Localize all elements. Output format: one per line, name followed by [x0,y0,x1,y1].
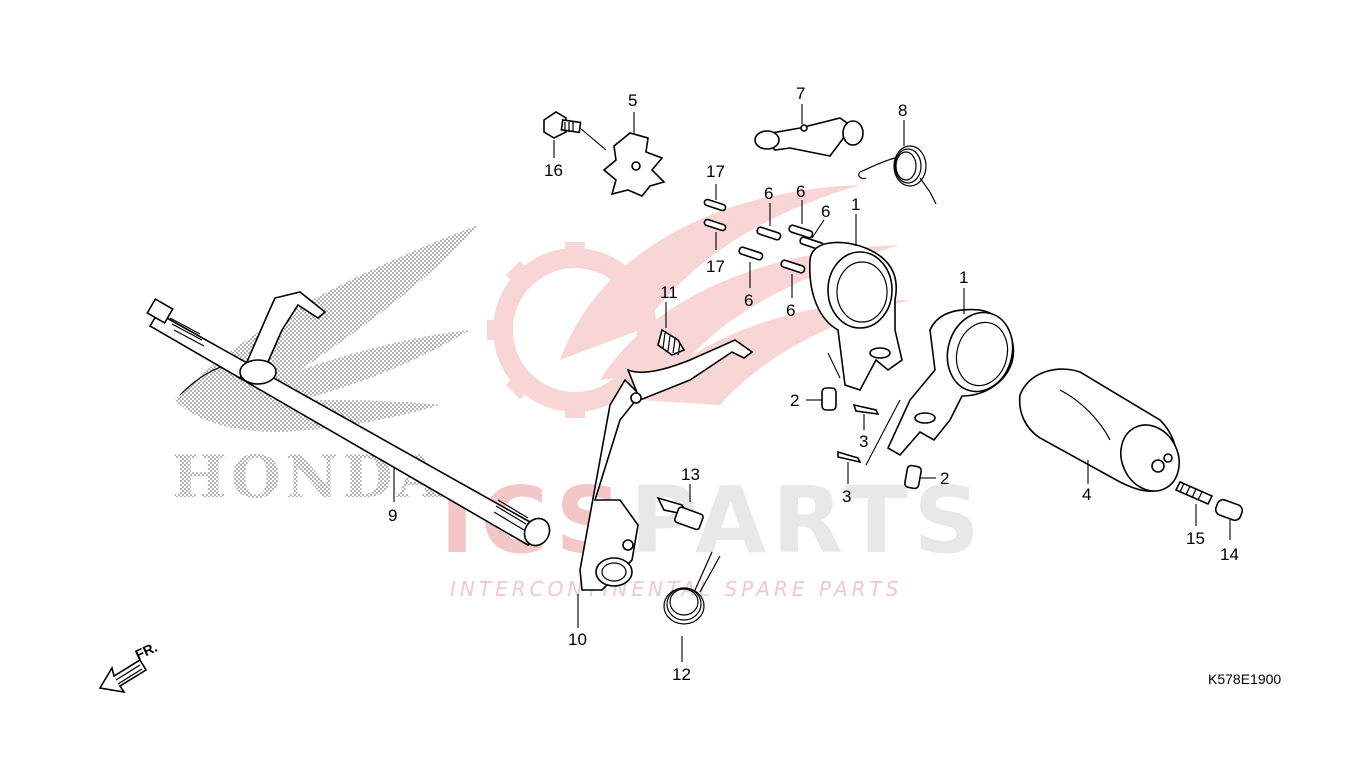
callout-3-upper: 3 [859,432,868,451]
part-7-stopper-arm [754,117,864,157]
watermark-tagline: INTERCONTINENTAL SPARE PARTS [450,577,902,601]
part-9-shift-spindle [146,291,551,547]
callout-12: 12 [672,665,691,684]
part-10-gearshift-arm [579,339,754,591]
callout-2-lower: 2 [940,469,949,488]
callouts: 5 16 7 8 17 17 6 6 6 6 6 1 1 11 2 2 3 3 … [388,84,1239,684]
part-2-guide-pins [821,387,922,490]
callout-6-d: 6 [744,291,753,310]
callout-5: 5 [628,91,637,110]
callout-6-b: 6 [796,182,805,201]
callout-9: 9 [388,506,397,525]
callout-16: 16 [544,161,563,180]
callout-6-a: 6 [764,184,773,203]
part-4-shift-drum [1018,368,1180,492]
callout-17-top: 17 [706,162,725,181]
callout-7: 7 [796,84,805,103]
callout-14: 14 [1220,545,1239,564]
callout-11: 11 [660,283,678,302]
part-5-star-plate [602,132,666,197]
part-15-spring [1174,480,1214,506]
part-6-pins [738,224,825,274]
callout-17-bottom: 17 [706,257,725,276]
callout-2-upper: 2 [790,391,799,410]
callout-10: 10 [568,630,587,649]
part-11-spring [657,328,686,356]
part-8-spring [858,145,937,205]
callout-15: 15 [1186,529,1205,548]
part-16-bolt [543,111,607,151]
callout-1-upper: 1 [851,195,860,214]
callout-1-lower: 1 [959,268,968,287]
callout-4: 4 [1082,485,1091,504]
part-1-shift-fork-upper [809,241,903,391]
callout-6-c: 6 [821,202,830,221]
part-3-cotter-pins [827,352,901,466]
front-direction-arrow: FR. [98,639,160,694]
diagram-code: K578E1900 [1208,671,1281,687]
leader-lines [393,104,1231,662]
part-17-pins [703,198,727,232]
front-arrow-label: FR. [133,639,160,663]
part-1-shift-fork-lower [886,308,1015,457]
part-13-pin-bolt [656,496,704,531]
callout-6-e: 6 [786,301,795,320]
callout-3-lower: 3 [842,487,851,506]
callout-13: 13 [681,465,700,484]
callout-8: 8 [898,101,907,120]
part-12-return-spring [663,551,721,625]
part-14-cap [1214,498,1244,522]
